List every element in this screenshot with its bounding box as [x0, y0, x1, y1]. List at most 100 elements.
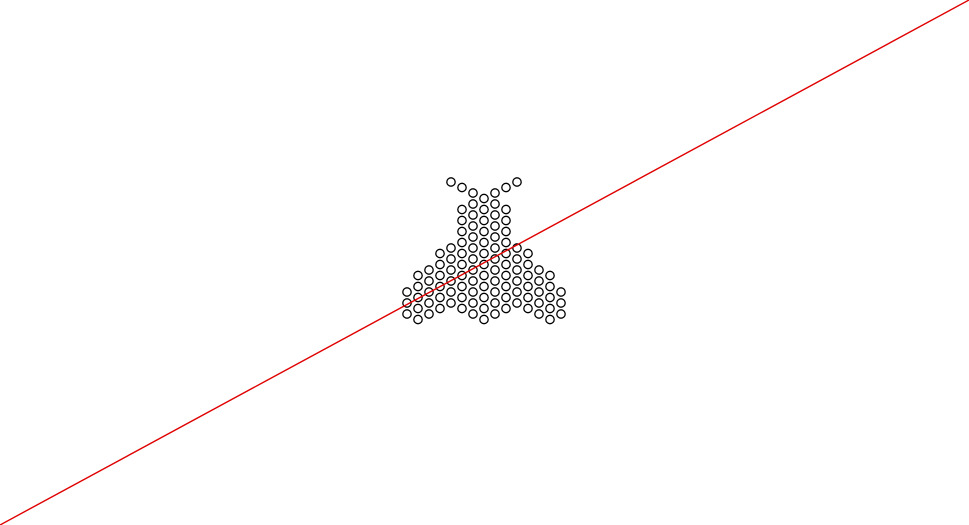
circle-node [501, 281, 511, 292]
circle-node [523, 281, 533, 292]
circle-node [435, 292, 445, 303]
circle-node [457, 281, 467, 292]
circle-node [490, 265, 500, 275]
circle-node [479, 215, 489, 226]
circle-node [468, 309, 478, 319]
circle-node [490, 188, 500, 198]
circle-node [479, 193, 489, 204]
circle-node [457, 204, 467, 215]
circle-node [457, 237, 467, 248]
circle-node [435, 303, 445, 314]
circle-node [457, 182, 467, 193]
circle-node [501, 303, 511, 314]
circle-node [479, 292, 489, 303]
circle-node [413, 292, 423, 303]
circle-node [446, 287, 456, 297]
circle-node [523, 292, 533, 303]
circle-node [490, 243, 500, 253]
circle-node [501, 204, 511, 215]
circle-node [479, 270, 489, 281]
circle-node [512, 298, 522, 308]
circle-node [446, 243, 456, 253]
circle-node [556, 309, 566, 319]
circle-cluster [402, 177, 566, 325]
circle-node [556, 298, 566, 308]
circle-node [523, 303, 533, 314]
circle-node [468, 298, 478, 308]
circle-node [545, 292, 555, 303]
circle-node [490, 287, 500, 297]
circle-node [413, 303, 423, 314]
circle-node [402, 309, 412, 319]
circle-node [424, 276, 434, 286]
circle-node [534, 309, 544, 319]
circle-node [457, 226, 467, 237]
circle-node [512, 254, 522, 264]
circle-node [479, 248, 489, 259]
circle-node [545, 303, 555, 314]
circle-node [501, 292, 511, 303]
circle-node [479, 237, 489, 248]
circle-node [457, 292, 467, 303]
circle-node [490, 298, 500, 308]
circle-node [512, 265, 522, 275]
circle-node [424, 309, 434, 319]
circle-node [479, 204, 489, 215]
circle-node [446, 254, 456, 264]
circle-node [457, 259, 467, 270]
circle-node [446, 298, 456, 308]
circle-node [457, 248, 467, 259]
circle-node [512, 177, 522, 187]
circle-node [468, 221, 478, 231]
circle-node [457, 270, 467, 281]
circle-node [468, 265, 478, 275]
circle-node [468, 243, 478, 253]
circle-node [545, 281, 555, 292]
circle-node [490, 232, 500, 242]
circle-node [435, 270, 445, 281]
circle-node [468, 276, 478, 286]
circle-node [413, 314, 423, 325]
circle-node [435, 281, 445, 292]
circle-node [534, 287, 544, 297]
circle-node [490, 210, 500, 220]
circle-node [468, 232, 478, 242]
circle-node [523, 259, 533, 270]
circle-node [479, 281, 489, 292]
circle-node [556, 287, 566, 297]
circle-node [446, 265, 456, 275]
circle-node [446, 276, 456, 286]
circle-node [413, 270, 423, 281]
circle-node [468, 199, 478, 209]
circle-node [523, 248, 533, 259]
circle-node [413, 281, 423, 292]
circle-node [457, 303, 467, 314]
circle-node [490, 199, 500, 209]
circle-node [501, 215, 511, 226]
circle-node [479, 303, 489, 314]
circle-node [512, 287, 522, 297]
circle-node [545, 314, 555, 325]
circle-node [468, 210, 478, 220]
circle-node [501, 226, 511, 237]
circle-node [479, 314, 489, 325]
circle-node [446, 177, 456, 187]
circle-node [501, 182, 511, 193]
circle-node [534, 298, 544, 308]
circle-node [501, 270, 511, 281]
circle-node [402, 287, 412, 297]
circle-node [490, 221, 500, 231]
circle-node [490, 309, 500, 319]
circle-node [545, 270, 555, 281]
circle-node [424, 287, 434, 297]
circle-node [523, 270, 533, 281]
circle-node [501, 259, 511, 270]
circle-node [457, 215, 467, 226]
circle-node [435, 259, 445, 270]
circle-node [479, 226, 489, 237]
circle-node [468, 254, 478, 264]
circle-node [501, 237, 511, 248]
circle-node [534, 276, 544, 286]
